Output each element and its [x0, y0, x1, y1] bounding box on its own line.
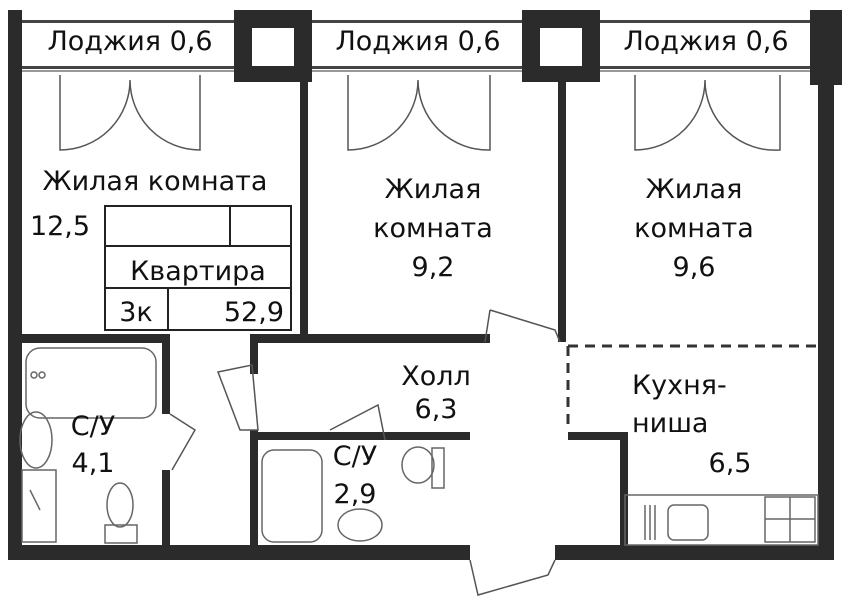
- room-name-bath2: С/У: [333, 441, 377, 472]
- stamp-title: Квартира: [130, 256, 266, 287]
- room-name-kitchen: Кухня-: [632, 370, 727, 401]
- room-area-kitchen: 6,5: [709, 448, 752, 479]
- loggia-strip: [20, 20, 822, 72]
- pillars: [8, 10, 842, 85]
- interior-doors: [169, 309, 561, 596]
- room-area-living3: 9,6: [673, 252, 716, 283]
- room-area-bath1: 4,1: [72, 448, 115, 479]
- balcony-doors: [59, 75, 781, 151]
- room-name-living1: Жилая комната: [43, 166, 268, 197]
- walls: [8, 80, 834, 560]
- room-name-kitchen: ниша: [632, 408, 708, 439]
- plumbing-fixtures: [19, 347, 819, 546]
- room-name-living3: комната: [634, 213, 754, 244]
- room-area-bath2: 2,9: [334, 479, 377, 510]
- room-area-hall: 6,3: [415, 394, 458, 425]
- room-name-hall: Холл: [401, 361, 471, 392]
- loggia-label: Лоджия 0,6: [47, 26, 212, 57]
- kitchen-boundary: [566, 344, 818, 430]
- room-name-living2: Жилая: [385, 174, 482, 205]
- stamp-total-area: 52,9: [224, 297, 284, 328]
- room-name-living2: комната: [373, 213, 493, 244]
- room-area-living2: 9,2: [412, 252, 455, 283]
- loggia-label: Лоджия 0,6: [335, 26, 500, 57]
- stamp-type: 3к: [119, 297, 153, 328]
- room-name-living3: Жилая: [646, 174, 743, 205]
- loggia-label: Лоджия 0,6: [623, 26, 788, 57]
- room-area-living1: 12,5: [30, 211, 90, 242]
- apartment-stamp: Квартира 3к 52,9: [104, 205, 292, 331]
- room-name-bath1: С/У: [71, 411, 115, 442]
